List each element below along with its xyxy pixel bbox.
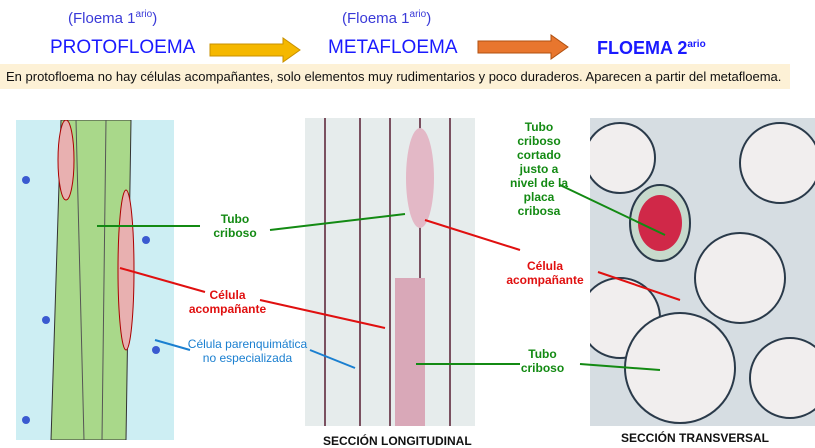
info-banner: En protofloema no hay células acompañant… — [0, 64, 790, 89]
caption-longitudinal: SECCIÓN LONGITUDINAL — [323, 434, 472, 448]
metafloema-title: METAFLOEMA — [328, 37, 458, 58]
protofloema-note: (Floema 1ario) — [68, 9, 158, 27]
floema-secundario-title: FLOEMA 2ario — [597, 38, 706, 58]
label-celula-acompanante-1: Célula acompañante — [188, 288, 267, 316]
protofloema-drawing — [16, 120, 174, 440]
orange-arrow-icon — [477, 34, 569, 60]
caption-transversal: SECCIÓN TRANSVERSAL — [621, 431, 770, 445]
yellow-arrow-icon — [209, 37, 301, 63]
longitudinal-section-image — [305, 118, 475, 426]
label-celula-parenquimatica: Célula parenquimática no especializada — [187, 337, 308, 365]
label-tubo-criboso-2: Tubo criboso — [520, 347, 565, 375]
label-tubo-criboso-cortado: Tubo criboso cortado justo a nivel de la… — [509, 120, 569, 218]
protofloema-title: PROTOFLOEMA — [50, 37, 196, 58]
label-tubo-criboso-1: Tubo criboso — [213, 212, 257, 240]
metafloema-note: (Floema 1ario) — [342, 9, 432, 27]
label-celula-acompanante-2: Célula acompañante — [506, 259, 584, 287]
transverse-section-image — [590, 118, 815, 426]
